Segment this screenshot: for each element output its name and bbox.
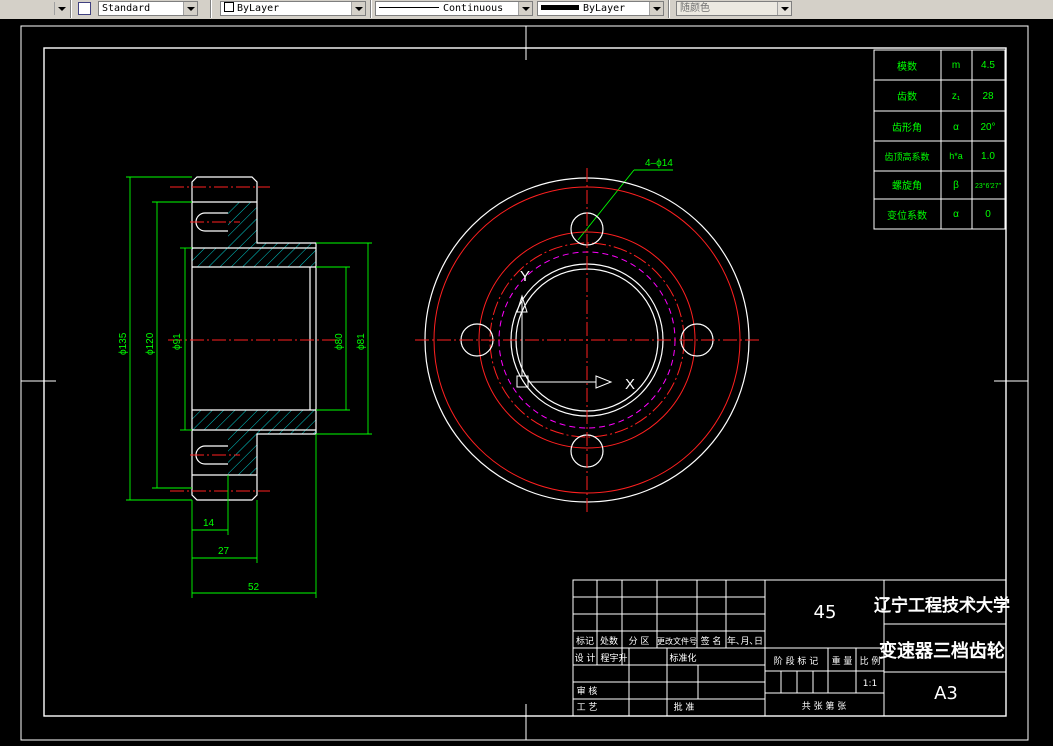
title-block [572, 579, 1007, 717]
param-symbol: α [953, 209, 959, 220]
chevron-down-icon[interactable] [183, 2, 197, 15]
standardization-label: 标准化 [669, 652, 696, 664]
color-value: ByLayer [237, 3, 280, 14]
text-style-icon[interactable] [78, 2, 91, 15]
header-zone: 分 区 [629, 636, 650, 647]
color-swatch-icon [224, 2, 234, 12]
param-symbol: α [953, 122, 959, 133]
header-date: 年､月､日 [727, 635, 763, 647]
canvas-background [0, 19, 1053, 746]
param-value: 4.5 [981, 60, 995, 71]
plotstyle-combo[interactable]: 随颜色 [676, 1, 792, 16]
param-name: 螺旋角 [892, 179, 922, 192]
param-name: 齿数 [897, 90, 917, 103]
param-name: 齿顶高系数 [884, 151, 929, 162]
section-view [168, 176, 340, 501]
param-name: 齿形角 [892, 122, 922, 134]
chevron-down-icon[interactable] [649, 2, 663, 15]
check-label: 审 核 [577, 685, 598, 697]
title-block-text: 45 辽宁工程技术大学 变速器三档齿轮 A3 标记 处数 分 区 更改文件号 签… [575, 595, 1010, 713]
toolbar-dropdown[interactable] [54, 2, 68, 15]
lineweight-sample [541, 5, 579, 10]
param-name: 模数 [897, 60, 917, 73]
linetype-value: Continuous [443, 3, 504, 14]
params-table [873, 49, 1006, 230]
dim-91: ϕ91 [172, 333, 183, 350]
sheet-size: A3 [934, 683, 958, 704]
dim-135: ϕ135 [118, 332, 129, 355]
params-table-text: 模数 m 4.5 齿数 z₁ 28 齿形角 α 20° 齿顶高系数 h*a 1.… [884, 60, 1001, 222]
chevron-down-icon[interactable] [518, 2, 532, 15]
header-count: 处数 [600, 635, 618, 647]
properties-toolbar: Standard ByLayer Continuous ByLayer 随颜色 [0, 0, 1053, 20]
toolbar-separator [668, 0, 670, 18]
drawing-canvas[interactable]: ϕ135 ϕ120 ϕ91 ϕ80 ϕ81 14 27 52 4–ϕ14 Y [0, 19, 1053, 746]
param-value: 23°6′27″ [975, 182, 1002, 190]
dim-80: ϕ80 [334, 333, 345, 350]
dimension-labels: ϕ135 ϕ120 ϕ91 ϕ80 ϕ81 14 27 52 4–ϕ14 [118, 158, 673, 593]
lineweight-combo[interactable]: ByLayer [537, 1, 664, 16]
param-name: 变位系数 [887, 209, 927, 222]
part-name: 变速器三档齿轮 [879, 640, 1005, 662]
approve-label: 批 准 [674, 701, 695, 713]
ucs-y-label: Y [520, 268, 530, 285]
param-value: 20° [980, 122, 995, 133]
header-sign: 签 名 [701, 635, 722, 647]
ucs-x-label: X [625, 376, 635, 393]
design-label: 设 计 [575, 652, 596, 664]
dimensions [126, 169, 673, 598]
material: 45 [814, 602, 837, 623]
color-combo[interactable]: ByLayer [220, 1, 366, 16]
param-symbol: z₁ [952, 91, 961, 102]
dim-27: 27 [218, 546, 230, 557]
toolbar-separator [370, 0, 372, 18]
front-view [415, 168, 760, 512]
linetype-sample [379, 7, 439, 8]
scale-value: 1:1 [863, 679, 877, 689]
dim-holes: 4–ϕ14 [645, 158, 673, 169]
school-name: 辽宁工程技术大学 [874, 595, 1010, 616]
dim-120: ϕ120 [145, 332, 156, 355]
ucs-icon [516, 294, 613, 389]
linetype-combo[interactable]: Continuous [375, 1, 533, 16]
text-style-value: Standard [102, 3, 151, 14]
dim-14: 14 [203, 518, 215, 529]
plotstyle-value: 随颜色 [680, 3, 710, 14]
stage-mark-label: 阶 段 标 记 [774, 655, 819, 667]
param-symbol: h*a [949, 151, 963, 161]
dim-52: 52 [248, 582, 260, 593]
weight-label: 重 量 [832, 655, 853, 667]
param-symbol: β [953, 180, 959, 191]
param-value: 0 [985, 209, 991, 220]
header-doc: 更改文件号 [657, 636, 697, 646]
dim-81: ϕ81 [356, 333, 367, 350]
toolbar-separator [210, 0, 212, 18]
sheets-label: 共 张 第 张 [802, 700, 847, 712]
designer-name: 程宇升 [600, 652, 627, 664]
param-symbol: m [952, 60, 960, 71]
process-label: 工 艺 [577, 702, 598, 713]
toolbar-separator [70, 0, 72, 18]
chevron-down-icon[interactable] [777, 2, 791, 15]
chevron-down-icon[interactable] [351, 2, 365, 15]
text-style-combo[interactable]: Standard [98, 1, 198, 16]
header-mark: 标记 [576, 635, 594, 647]
lineweight-value: ByLayer [583, 3, 626, 14]
ratio-label: 比 例 [860, 655, 881, 667]
param-value: 1.0 [981, 151, 995, 162]
param-value: 28 [982, 91, 994, 102]
drawing-frame [20, 25, 1029, 741]
